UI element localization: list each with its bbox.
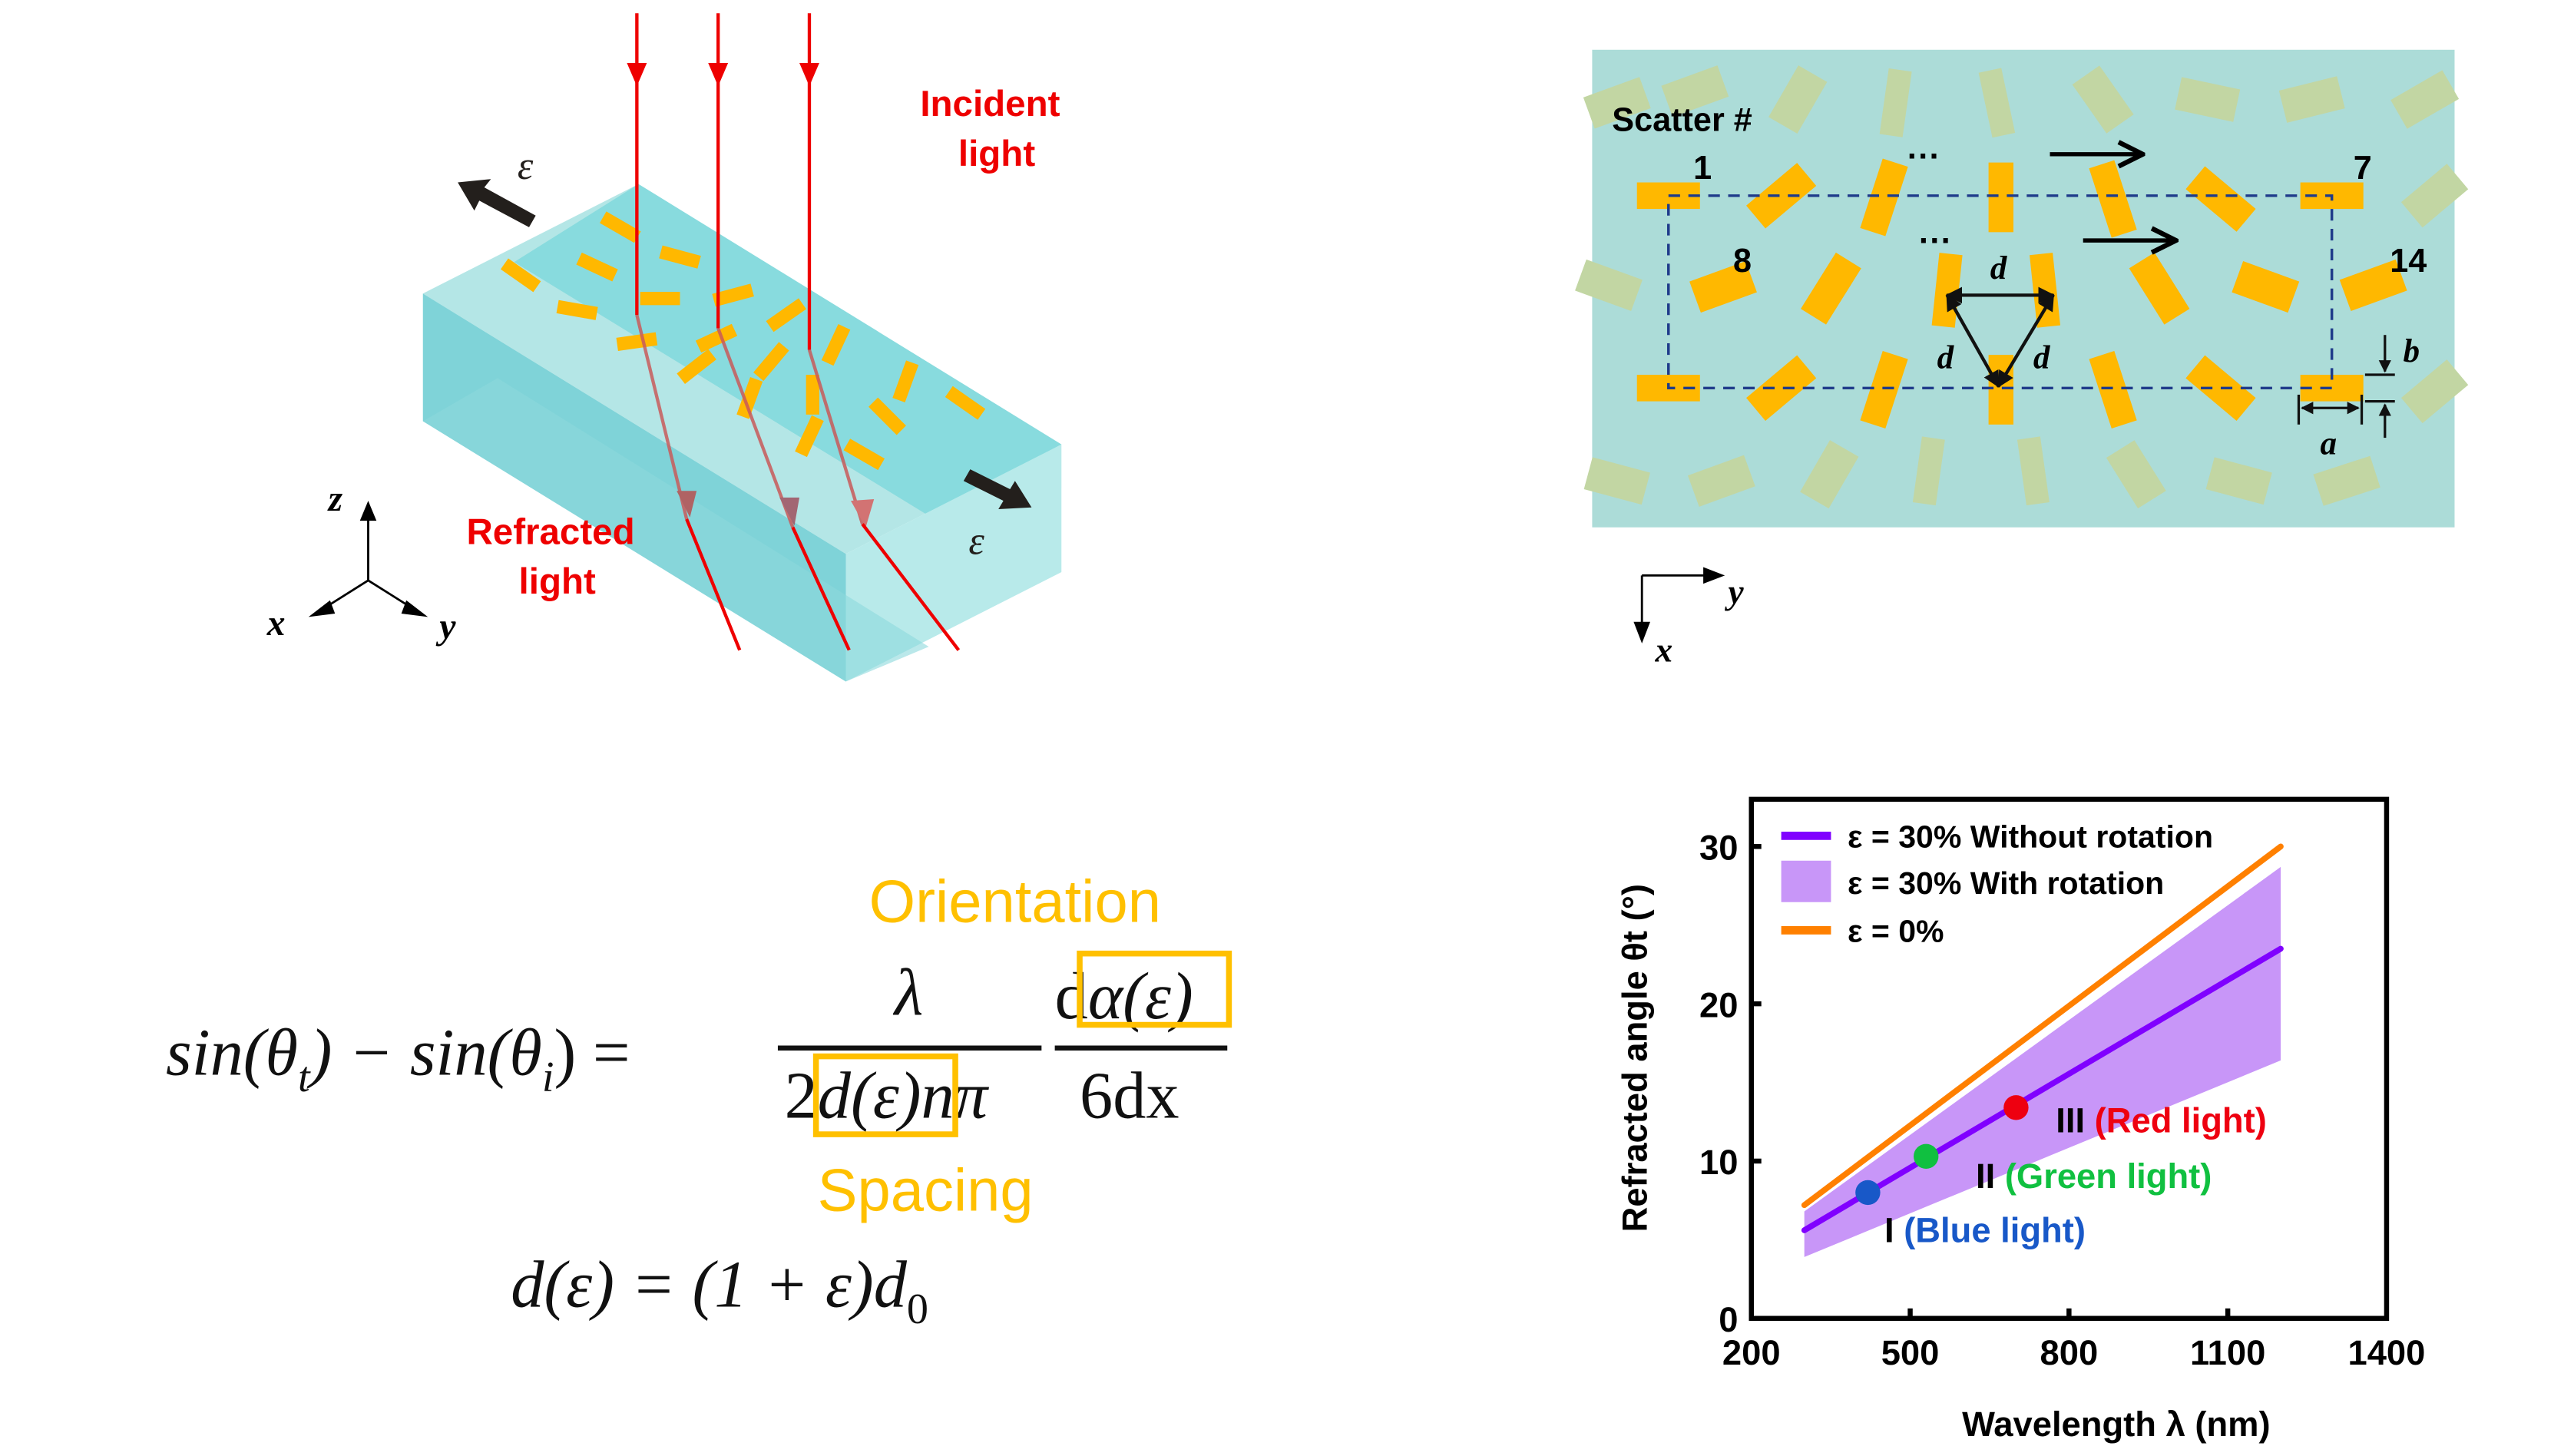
point-label-1: I (Blue light) [1884, 1211, 2086, 1250]
row2-ellipsis: ··· [1919, 223, 1952, 260]
strain-arrow-right-icon [963, 469, 1032, 509]
data-point-2 [1914, 1143, 1939, 1169]
point-roman-numeral: I [1884, 1211, 1904, 1250]
slab-scatterers [500, 211, 986, 471]
spacing-d-left: d [1937, 339, 1955, 376]
y-axis-label: Refracted angle θt (°) [1616, 884, 1655, 1232]
x-tick-label: 1400 [2348, 1333, 2426, 1372]
spacing-equation: d(ε) = (1 + ε)d0 [511, 1248, 928, 1334]
axis-label-y: y [435, 607, 456, 647]
scatterers-faded [1575, 65, 2469, 509]
data-point-3 [2003, 1095, 2029, 1120]
x-tick-label: 200 [1722, 1333, 1781, 1372]
panel-scatter-layout: d d d a b Scatter # 1 ··· 7 8 ··· 14 [1575, 49, 2469, 670]
fraction2-denominator: 6dx [1080, 1058, 1179, 1132]
row1-ellipsis: ··· [1907, 138, 1940, 175]
panel-equations: Orientation sin(θt) − sin(θi) = λ 2d(ε)n… [166, 869, 1232, 1334]
scatter-index-7: 7 [2354, 150, 2372, 187]
height-b-label: b [2404, 333, 2420, 369]
y-tick-label: 0 [1719, 1300, 1738, 1339]
xy-axes [1633, 567, 1725, 644]
legend-label-3: ε = 0% [1848, 914, 1944, 949]
scatter-index-1: 1 [1693, 150, 1712, 187]
legend-label-2: ε = 30% With rotation [1848, 865, 2164, 901]
refracted-light-label: Refracted [466, 511, 634, 552]
axis-label-x: x [266, 604, 286, 644]
width-a-label: a [2321, 426, 2337, 462]
dimension-markers [2297, 335, 2395, 438]
x-tick-label: 800 [2040, 1333, 2099, 1372]
axis-label-z: z [327, 479, 343, 519]
point-color-label: (Red light) [2095, 1101, 2267, 1140]
incident-light-label-2: light [958, 134, 1035, 174]
fraction2-numerator: dα(ε) [1055, 959, 1193, 1033]
orientation-label: Orientation [869, 869, 1161, 935]
panel-slab-diagram: ε ε Incident light Refracted light z x y [266, 13, 1062, 682]
equation-lhs: sin(θt) − sin(θi) = [166, 1015, 630, 1101]
y-tick-label: 20 [1699, 985, 1738, 1024]
point-label-3: III (Red light) [2056, 1101, 2267, 1140]
incident-rays [627, 13, 819, 350]
incident-arrowhead-1 [627, 63, 647, 87]
refracted-rays [685, 518, 961, 651]
spacing-label: Spacing [818, 1157, 1034, 1223]
y-tick-label: 10 [1699, 1143, 1738, 1182]
unit-cell-outline [1667, 194, 2334, 390]
spacing-highlight-box[interactable] [812, 1053, 958, 1137]
x-tick-label: 1100 [2190, 1333, 2265, 1372]
scatter-title: Scatter # [1612, 102, 1752, 139]
refracted-rays-inside [635, 314, 875, 528]
spacing-d-right: d [2033, 339, 2051, 376]
axis-label-y-2d: y [1725, 573, 1745, 611]
orientation-highlight-box[interactable] [1077, 950, 1232, 1028]
y-tick-label: 30 [1699, 829, 1738, 868]
xyz-axes [308, 501, 428, 617]
incident-light-label: Incident [920, 84, 1060, 124]
x-tick-label: 500 [1881, 1333, 1940, 1372]
legend-swatch-band [1781, 860, 1831, 902]
scatter-index-14: 14 [2390, 243, 2427, 280]
spacing-d-top: d [1990, 250, 2008, 286]
point-roman-numeral: III [2056, 1101, 2094, 1140]
point-label-2: II (Green light) [1976, 1157, 2212, 1196]
strain-arrow-left-icon [458, 179, 536, 227]
series-line-zero-strain [1801, 843, 2284, 1209]
strain-arrow-right: ε [963, 469, 1032, 563]
scatterer-14 [2339, 259, 2407, 312]
point-roman-numeral: II [1976, 1157, 2005, 1196]
point-color-label: (Blue light) [1904, 1211, 2086, 1250]
axis-label-x-2d: x [1654, 631, 1672, 670]
scatter-index-8: 8 [1733, 243, 1752, 280]
strain-symbol-left: ε [518, 144, 534, 188]
incident-arrowhead-2 [708, 63, 729, 87]
chart-legend: ε = 30% Without rotation ε = 30% With rot… [1781, 819, 2213, 949]
refraction-angle-chart: 200 500 800 1100 1400 0 10 20 30 ε = 30% Without… [1616, 796, 2426, 1444]
series-line-without-rotation [1801, 945, 2284, 1233]
data-point-1 [1855, 1180, 1881, 1206]
refraction-equation: sin(θt) − sin(θi) = λ 2d(ε)nπ dα(ε) 6dx [166, 950, 1232, 1137]
fraction1-numerator: λ [892, 956, 923, 1030]
strain-arrow-left: ε [458, 144, 536, 227]
spacing-triangle [1945, 286, 2055, 389]
refracted-light-label-2: light [519, 561, 596, 602]
point-color-label: (Green light) [2005, 1157, 2212, 1196]
legend-label-1: ε = 30% Without rotation [1848, 819, 2213, 854]
strain-symbol-right: ε [968, 519, 984, 563]
incident-arrowhead-3 [799, 63, 819, 87]
slab-inner-shade [422, 378, 929, 682]
x-axis-label: Wavelength λ (nm) [1962, 1405, 2270, 1444]
